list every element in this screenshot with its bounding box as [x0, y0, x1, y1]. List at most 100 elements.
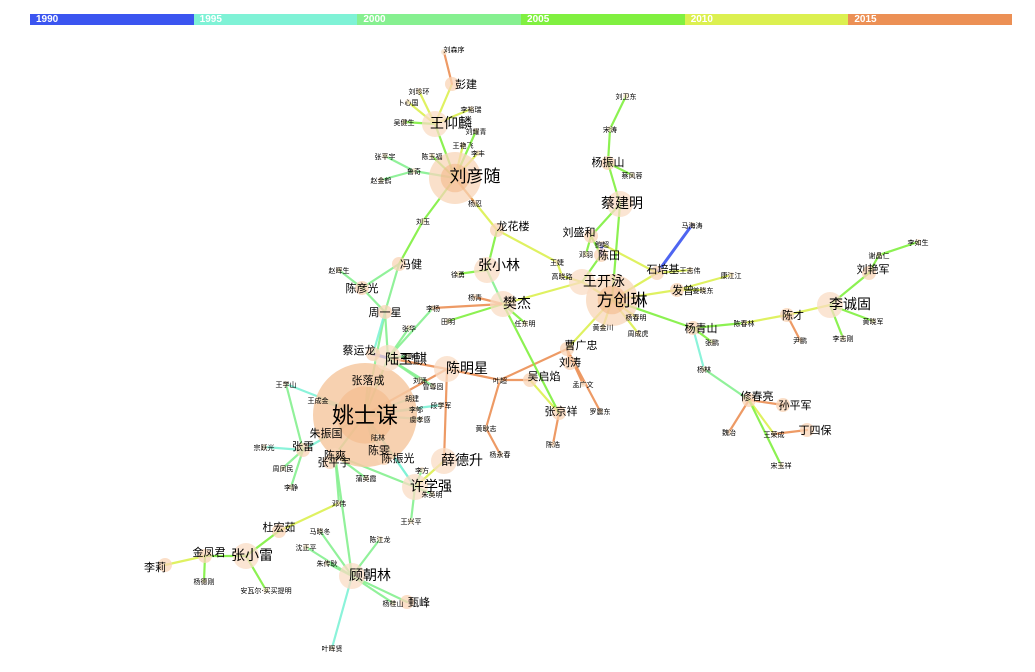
node-label-xush[interactable]: 徐勇	[451, 270, 465, 279]
node-label-huangxj[interactable]: 黄晓军	[863, 317, 884, 326]
node-label-longhl[interactable]: 龙花楼	[497, 219, 530, 233]
node-label-dengwei[interactable]: 邓伟	[332, 499, 346, 508]
node-label-madz[interactable]: 马海涛	[682, 221, 703, 230]
node-label-cai[interactable]: 蔡建明	[601, 196, 643, 212]
node-label-lirl[interactable]: 李裕瑞	[461, 105, 482, 114]
node-label-gu[interactable]: 顾朝林	[349, 568, 391, 584]
node-label-zhenf[interactable]: 甄峰	[408, 596, 430, 609]
node-label-cufy[interactable]: 蔡风蓉	[622, 171, 643, 180]
node-label-yangq[interactable]: 杨青	[468, 293, 482, 302]
node-label-luqi[interactable]: 鲁奇	[407, 167, 421, 176]
node-label-tianming[interactable]: 田明	[441, 318, 455, 326]
node-label-chencai[interactable]: 陈才	[782, 308, 804, 322]
node-label-wangkw[interactable]: 王开泳	[583, 274, 625, 290]
node-label-chenzg[interactable]: 陈振光	[382, 451, 415, 465]
node-label-puyx[interactable]: 蒲英霞	[356, 474, 377, 483]
node-label-lizheng[interactable]: 李峥	[401, 352, 415, 361]
node-label-liutao[interactable]: 刘涛	[559, 355, 581, 369]
node-label-huangjm[interactable]: 黄金川	[593, 323, 614, 332]
node-label-jinfj[interactable]: 金凤君	[193, 545, 226, 559]
node-label-liuyu[interactable]: 刘玉	[416, 217, 430, 226]
node-label-liuzy[interactable]: 刘珍环	[409, 87, 430, 96]
node-label-zhangpy[interactable]: 张平宇	[318, 456, 351, 469]
node-label-lu[interactable]: 陆玉麒	[385, 352, 427, 368]
node-label-chent[interactable]: 陈田	[598, 248, 620, 262]
node-label-luohz[interactable]: 罗震东	[590, 407, 611, 416]
node-label-anwr[interactable]: 安瓦尔·买买提明	[240, 586, 291, 595]
node-label-caiyl[interactable]: 蔡运龙	[343, 344, 376, 357]
node-label-xu[interactable]: 许学强	[410, 479, 452, 495]
node-label-yangguis[interactable]: 杨桂山	[383, 599, 404, 608]
node-label-fengj[interactable]: 冯健	[400, 258, 422, 271]
node-label-xiuchl[interactable]: 修春亮	[741, 389, 774, 403]
node-label-yinpeng[interactable]: 尹鹏	[793, 336, 807, 345]
node-label-zhangjx[interactable]: 张京祥	[545, 404, 578, 418]
node-label-lifeng[interactable]: 李丰	[471, 149, 485, 158]
node-label-liusb[interactable]: 刘盛和	[563, 225, 596, 239]
node-label-liuyq[interactable]: 刘耀青	[466, 127, 487, 136]
node-label-fan[interactable]: 樊杰	[503, 296, 531, 312]
node-label-zhangxl[interactable]: 张小雷	[231, 548, 273, 564]
node-label-zhaohs[interactable]: 赵晖生	[329, 266, 350, 275]
node-label-shijt[interactable]: 石培基	[647, 262, 680, 276]
node-label-licl[interactable]: 李诚固	[829, 297, 871, 313]
node-label-wangxr[interactable]: 王兴平	[401, 517, 422, 526]
node-label-fang[interactable]: 方创琳	[597, 291, 648, 311]
node-label-dengy[interactable]: 邓羽	[579, 251, 593, 259]
node-label-wangjie[interactable]: 王婕	[550, 258, 564, 267]
node-label-liuyong[interactable]: 刘涌	[413, 376, 427, 385]
node-label-bian[interactable]: 卜心国	[398, 99, 419, 107]
node-label-yao[interactable]: 姚士谋	[332, 404, 398, 429]
node-label-chenyf[interactable]: 陈玉福	[422, 152, 443, 161]
node-label-hugd[interactable]: 胡建	[405, 394, 419, 403]
node-label-zengz[interactable]: 曾尊固	[423, 382, 444, 391]
node-label-duhr[interactable]: 杜宏茹	[263, 520, 296, 534]
node-label-liuyk[interactable]: 刘彦随	[450, 167, 501, 187]
node-label-yangzs[interactable]: 杨振山	[592, 155, 625, 169]
node-label-zhouyx[interactable]: 周一星	[369, 306, 402, 319]
node-label-jiangdk[interactable]: 姜晓东	[693, 286, 714, 295]
node-label-songt[interactable]: 宋涛	[603, 125, 617, 134]
node-label-pengj[interactable]: 彭建	[455, 77, 477, 91]
node-label-yanghh[interactable]: 杨德刚	[194, 577, 215, 586]
node-label-wangxs[interactable]: 王学山	[276, 380, 297, 389]
node-label-zhoufm[interactable]: 周凤民	[273, 465, 294, 473]
node-label-menggw[interactable]: 孟广文	[573, 380, 594, 389]
node-label-chenshuang[interactable]: 陈爽	[324, 448, 346, 462]
node-label-yezh[interactable]: 叶超	[493, 376, 507, 385]
node-label-wuqy[interactable]: 吴启焰	[528, 369, 561, 383]
node-label-yanglin[interactable]: 杨林	[697, 365, 711, 374]
node-label-chenjl[interactable]: 陈江龙	[370, 535, 391, 544]
node-label-chenchl[interactable]: 陈春林	[734, 319, 755, 328]
node-label-yangcm[interactable]: 杨春明	[626, 313, 647, 322]
node-label-lijing[interactable]: 李静	[284, 483, 298, 492]
node-label-zhuzg[interactable]: 朱振国	[310, 426, 343, 440]
node-label-xiehj[interactable]: 谢晶仁	[869, 251, 890, 260]
node-label-weiye[interactable]: 魏冶	[722, 428, 736, 437]
node-label-xie[interactable]: 薛德升	[441, 453, 483, 469]
node-label-zongyy[interactable]: 宗跃光	[254, 443, 275, 452]
node-label-zhangpeng[interactable]: 张鹏	[705, 338, 719, 347]
node-label-zhangpz[interactable]: 张平宇	[375, 152, 396, 161]
node-label-lizq[interactable]: 李志刚	[833, 334, 854, 343]
node-label-wangyf[interactable]: 王艳飞	[453, 141, 474, 150]
node-label-lixun[interactable]: 李郇	[409, 405, 423, 414]
node-label-kangjw[interactable]: 康江江	[721, 271, 742, 280]
node-label-liuyj[interactable]: 刘艳军	[857, 262, 890, 276]
node-label-yangr[interactable]: 杨忍	[468, 199, 482, 208]
node-label-huangjz[interactable]: 黄耿志	[476, 424, 497, 433]
node-label-yebf[interactable]: 叶晖贤	[322, 644, 343, 653]
node-label-luolin[interactable]: 陆林	[371, 433, 385, 442]
node-label-zhoucheng[interactable]: 周成虎	[628, 329, 649, 338]
node-label-songyx[interactable]: 宋玉祥	[771, 461, 792, 470]
node-label-zhuyy[interactable]: 朱英明	[422, 490, 443, 499]
node-label-liuw[interactable]: 刘卫东	[616, 92, 637, 101]
node-label-lili[interactable]: 李莉	[144, 560, 166, 574]
node-label-chenwen[interactable]: 陈雯	[368, 443, 390, 457]
node-label-fazheng[interactable]: 发曾	[672, 283, 694, 297]
node-label-sunjp[interactable]: 沈正平	[296, 543, 317, 552]
node-label-zhangxlin[interactable]: 张小林	[478, 258, 520, 274]
node-label-yangqs[interactable]: 杨青山	[685, 321, 718, 335]
node-label-wangzh[interactable]: 王成金	[308, 396, 329, 405]
node-label-maxd[interactable]: 马晓冬	[310, 527, 331, 536]
